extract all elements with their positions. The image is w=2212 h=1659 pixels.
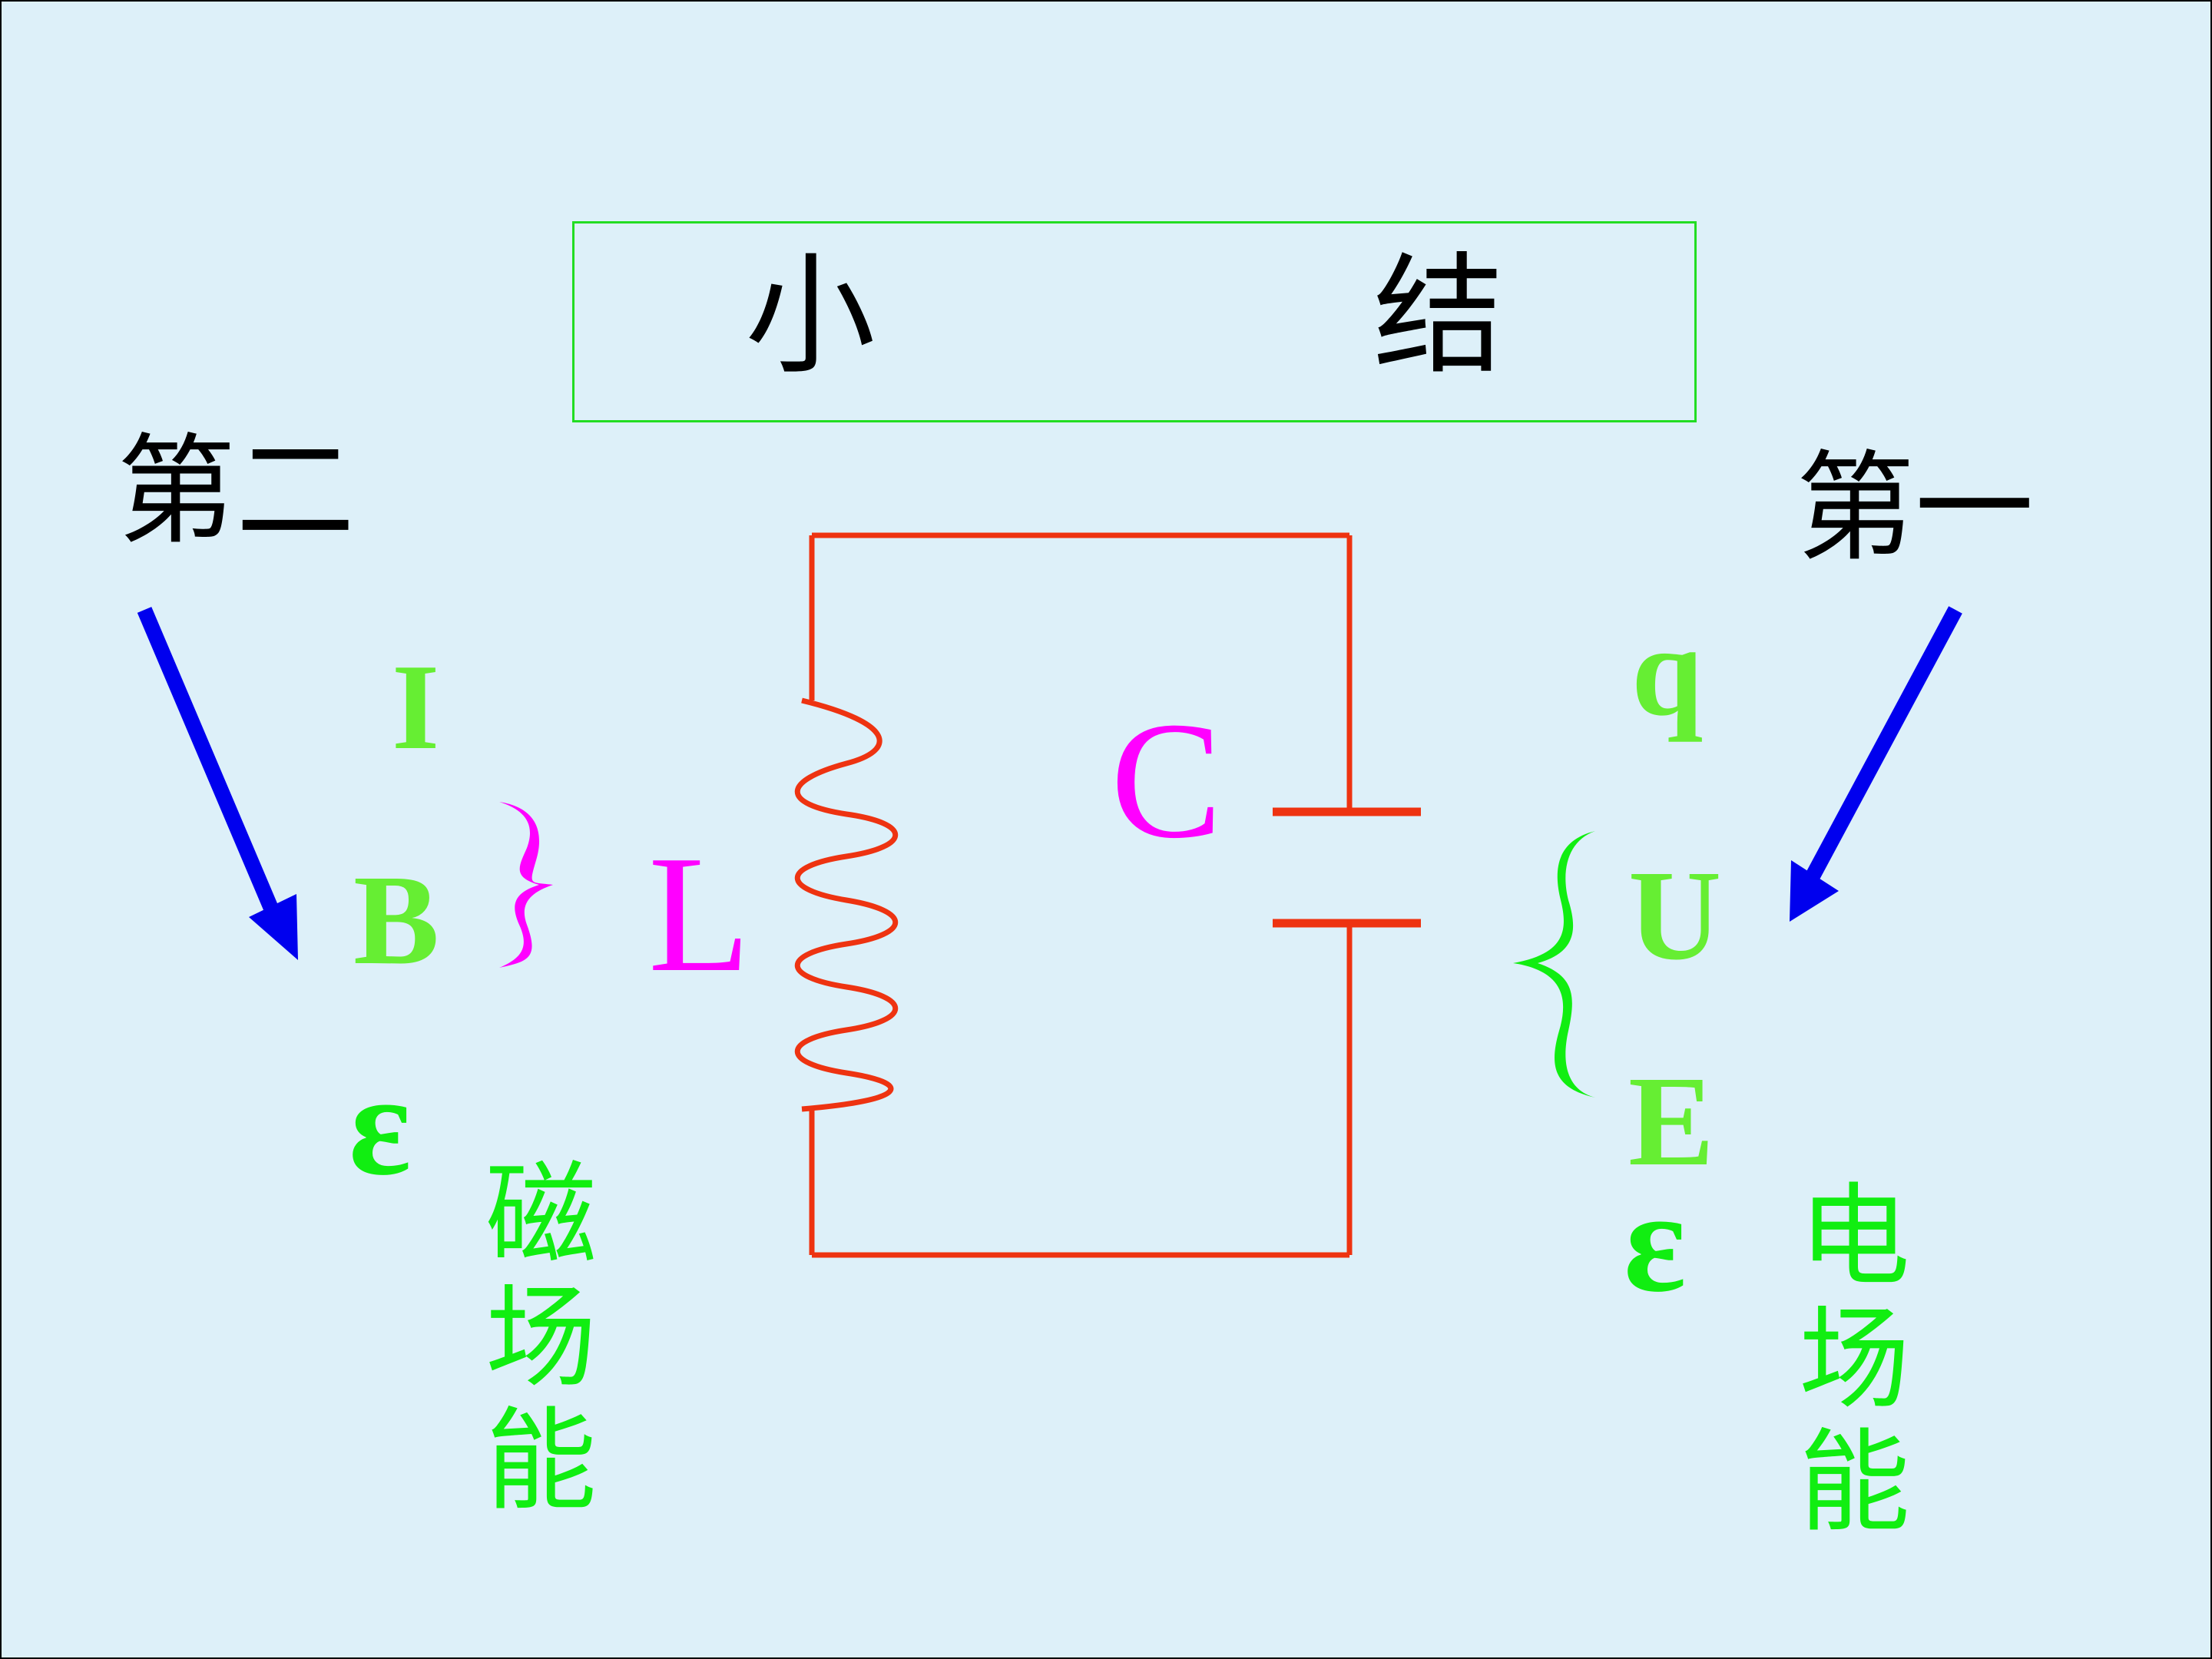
magnetic-energy-char-3: 能 (485, 1396, 597, 1526)
title-char-left: 小 (745, 240, 876, 392)
left-brace (499, 802, 553, 968)
left-heading: 第二 (117, 422, 355, 561)
inductor-label: L (648, 822, 751, 1007)
right-arrow (1790, 606, 1962, 922)
symbol-current-i: I (392, 638, 440, 775)
left-arrow (137, 607, 298, 960)
right-brace (1513, 831, 1595, 1098)
title-box: 小 结 (572, 221, 1697, 422)
electric-energy-char-1: 电 (1799, 1172, 1910, 1302)
right-heading: 第一 (1796, 439, 2034, 578)
magnetic-energy-char-2: 场 (485, 1273, 597, 1403)
magnetic-energy-char-1: 磁 (485, 1151, 597, 1280)
symbol-magnetic-field-b: B (353, 849, 440, 992)
capacitor-label: C (1111, 688, 1223, 873)
title-char-right: 结 (1373, 240, 1505, 392)
electric-energy-char-3: 能 (1799, 1418, 1910, 1548)
symbol-electric-field-e: E (1628, 1050, 1715, 1193)
electric-energy-char-2: 场 (1799, 1295, 1910, 1425)
symbol-charge-q: q (1631, 600, 1704, 743)
symbol-voltage-u: U (1628, 844, 1722, 987)
circuit-wires (809, 532, 1353, 1258)
capacitor-symbol (1273, 807, 1421, 928)
symbol-magnetic-energy: ε (349, 1045, 412, 1206)
symbol-electric-energy: ε (1624, 1161, 1687, 1323)
inductor-coil (795, 697, 898, 1112)
